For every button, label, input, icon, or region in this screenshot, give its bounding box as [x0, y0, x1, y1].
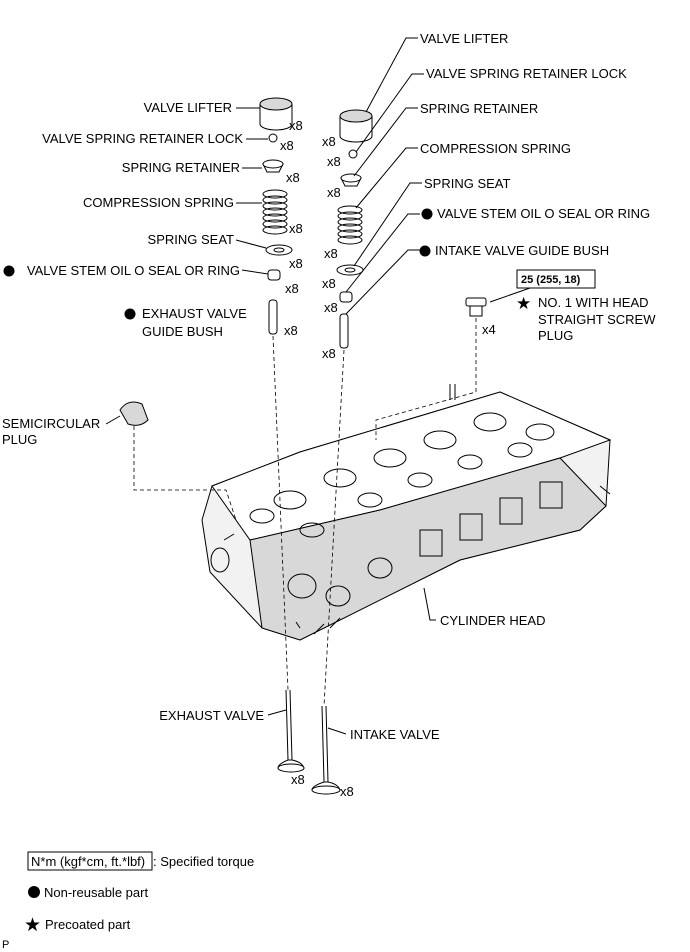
torque-value: 25 (255, 18)	[521, 274, 581, 286]
label-cylinder-head: CYLINDER HEAD	[440, 613, 545, 628]
label-semicircular-line2: PLUG	[2, 432, 37, 447]
leader-lines	[105, 37, 436, 735]
label-compression-spring-right: COMPRESSION SPRING	[420, 141, 571, 156]
label-exhaust-guide-bush-line2: GUIDE BUSH	[142, 324, 223, 339]
qty-bush-right: x8	[322, 346, 336, 361]
label-oil-seal-right: VALVE STEM OIL O SEAL OR RING	[437, 206, 650, 221]
compression-spring-right	[337, 205, 363, 245]
compression-spring-left	[262, 189, 288, 235]
straight-screw-plug	[465, 297, 487, 317]
qty-lock-left: x8	[280, 138, 294, 153]
label-intake-valve: INTAKE VALVE	[350, 727, 440, 742]
label-compression-spring-left: COMPRESSION SPRING	[83, 195, 234, 210]
label-oil-seal-left: VALVE STEM OIL O SEAL OR RING	[27, 263, 240, 278]
label-exhaust-guide-bush-line1: EXHAUST VALVE	[142, 306, 247, 321]
label-semicircular-line1: SEMICIRCULAR	[2, 416, 100, 431]
label-spring-seat-right: SPRING SEAT	[424, 176, 511, 191]
legend-precoated-star-icon: ★	[24, 914, 41, 936]
oil-seal-left	[267, 269, 281, 281]
qty-lifter-right: x8	[322, 134, 336, 149]
label-spring-retainer-left: SPRING RETAINER	[122, 160, 240, 175]
guide-bush-right	[339, 313, 349, 349]
spring-seat-left	[265, 244, 293, 256]
qty-spring-right: x8	[324, 246, 338, 261]
label-exhaust-valve: EXHAUST VALVE	[159, 708, 264, 723]
intake-valve-illustration	[311, 705, 341, 795]
legend: N*m (kgf*cm, ft.*lbf) : Specified torque…	[2, 851, 254, 951]
valve-lifter-right	[339, 109, 373, 143]
qty-exhaust-valve: x8	[291, 772, 305, 787]
label-plug-line3: PLUG	[538, 328, 573, 343]
retainer-lock-right	[348, 149, 358, 159]
label-plug-line2: STRAIGHT SCREW	[538, 312, 656, 327]
corner-mark: P	[2, 939, 9, 951]
labels-right: VALVE LIFTER VALVE SPRING RETAINER LOCK …	[159, 31, 656, 742]
nonreusable-bullet-left-seal	[3, 265, 15, 277]
quantity-labels: x8 x8 x8 x8 x8 x8 x8 x8 x8 x8 x8 x8 x8 x…	[280, 118, 496, 799]
label-spring-seat-left: SPRING SEAT	[148, 232, 235, 247]
precoated-star-icon: ★	[516, 294, 531, 314]
legend-torque-box: N*m (kgf*cm, ft.*lbf)	[31, 854, 145, 869]
exhaust-valve-illustration	[277, 689, 305, 773]
label-valve-lifter-left: VALVE LIFTER	[144, 100, 232, 115]
spring-retainer-right	[340, 173, 362, 187]
qty-seat-left: x8	[289, 256, 303, 271]
labels-left: VALVE LIFTER VALVE SPRING RETAINER LOCK …	[2, 100, 247, 447]
cylinder-head-illustration	[201, 384, 612, 641]
qty-bush-left: x8	[284, 323, 298, 338]
nonreusable-bullet-right-bush	[419, 245, 431, 257]
qty-retainer-left: x8	[286, 170, 300, 185]
torque-spec: 25 (255, 18)	[489, 269, 596, 303]
qty-seat-right: x8	[322, 276, 336, 291]
label-retainer-lock-right: VALVE SPRING RETAINER LOCK	[426, 66, 627, 81]
oil-seal-right	[339, 291, 353, 303]
qty-intake-valve: x8	[340, 784, 354, 799]
markers: ★	[3, 208, 531, 320]
qty-lifter-left: x8	[289, 118, 303, 133]
spring-seat-right	[336, 264, 364, 276]
valve-lifter-left	[259, 97, 293, 131]
label-spring-retainer-right: SPRING RETAINER	[420, 101, 538, 116]
spring-retainer-left	[262, 159, 284, 173]
label-plug-line1: NO. 1 WITH HEAD	[538, 295, 649, 310]
nonreusable-bullet-right-seal	[421, 208, 433, 220]
legend-precoated-text: Precoated part	[45, 917, 131, 932]
label-retainer-lock-left: VALVE SPRING RETAINER LOCK	[42, 131, 243, 146]
guide-bush-left	[268, 299, 278, 335]
qty-retainer-right: x8	[327, 185, 341, 200]
qty-seal-right: x8	[324, 300, 338, 315]
legend-nonreusable-bullet	[28, 886, 40, 898]
qty-seal-left: x8	[285, 281, 299, 296]
legend-nonreusable-text: Non-reusable part	[44, 885, 148, 900]
qty-plug: x4	[482, 322, 496, 337]
legend-torque-text: : Specified torque	[153, 854, 254, 869]
alignment-lines	[133, 318, 477, 707]
label-valve-lifter-right: VALVE LIFTER	[420, 31, 508, 46]
nonreusable-bullet-left-bush	[124, 308, 136, 320]
qty-lock-right: x8	[327, 154, 341, 169]
semicircular-plug	[119, 401, 149, 426]
qty-spring-left: x8	[289, 221, 303, 236]
label-intake-guide-bush: INTAKE VALVE GUIDE BUSH	[435, 243, 609, 258]
retainer-lock-left	[268, 133, 278, 143]
